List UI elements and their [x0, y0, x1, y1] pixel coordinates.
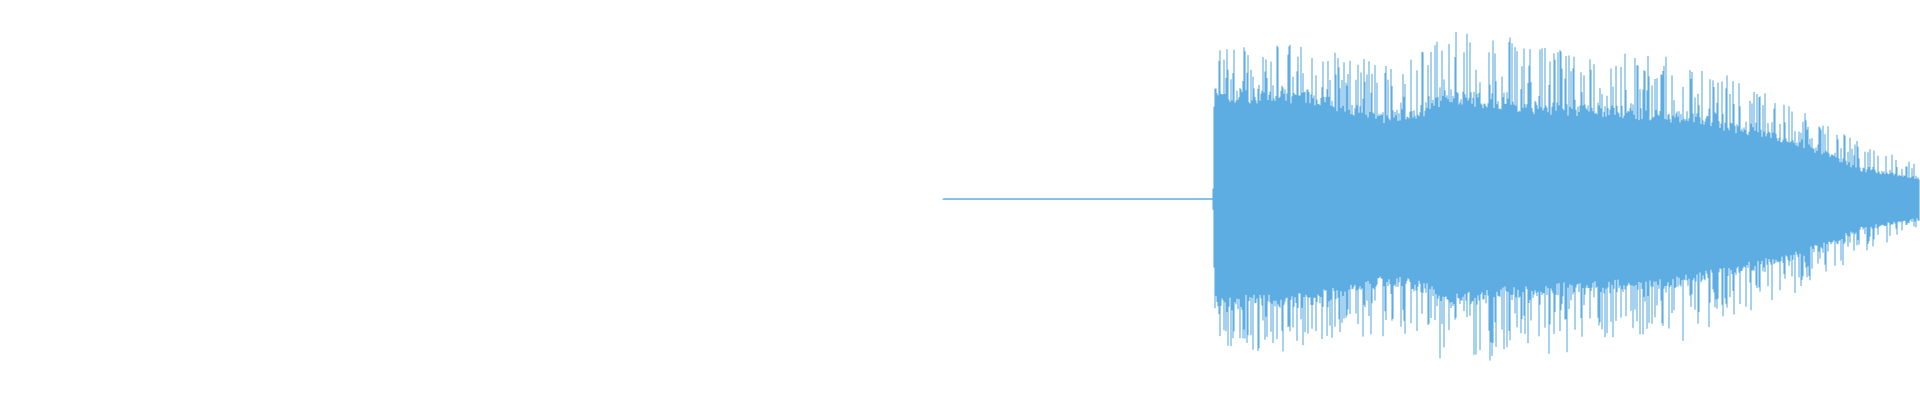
waveform-samples [942, 32, 1920, 361]
waveform-path [942, 32, 1920, 361]
